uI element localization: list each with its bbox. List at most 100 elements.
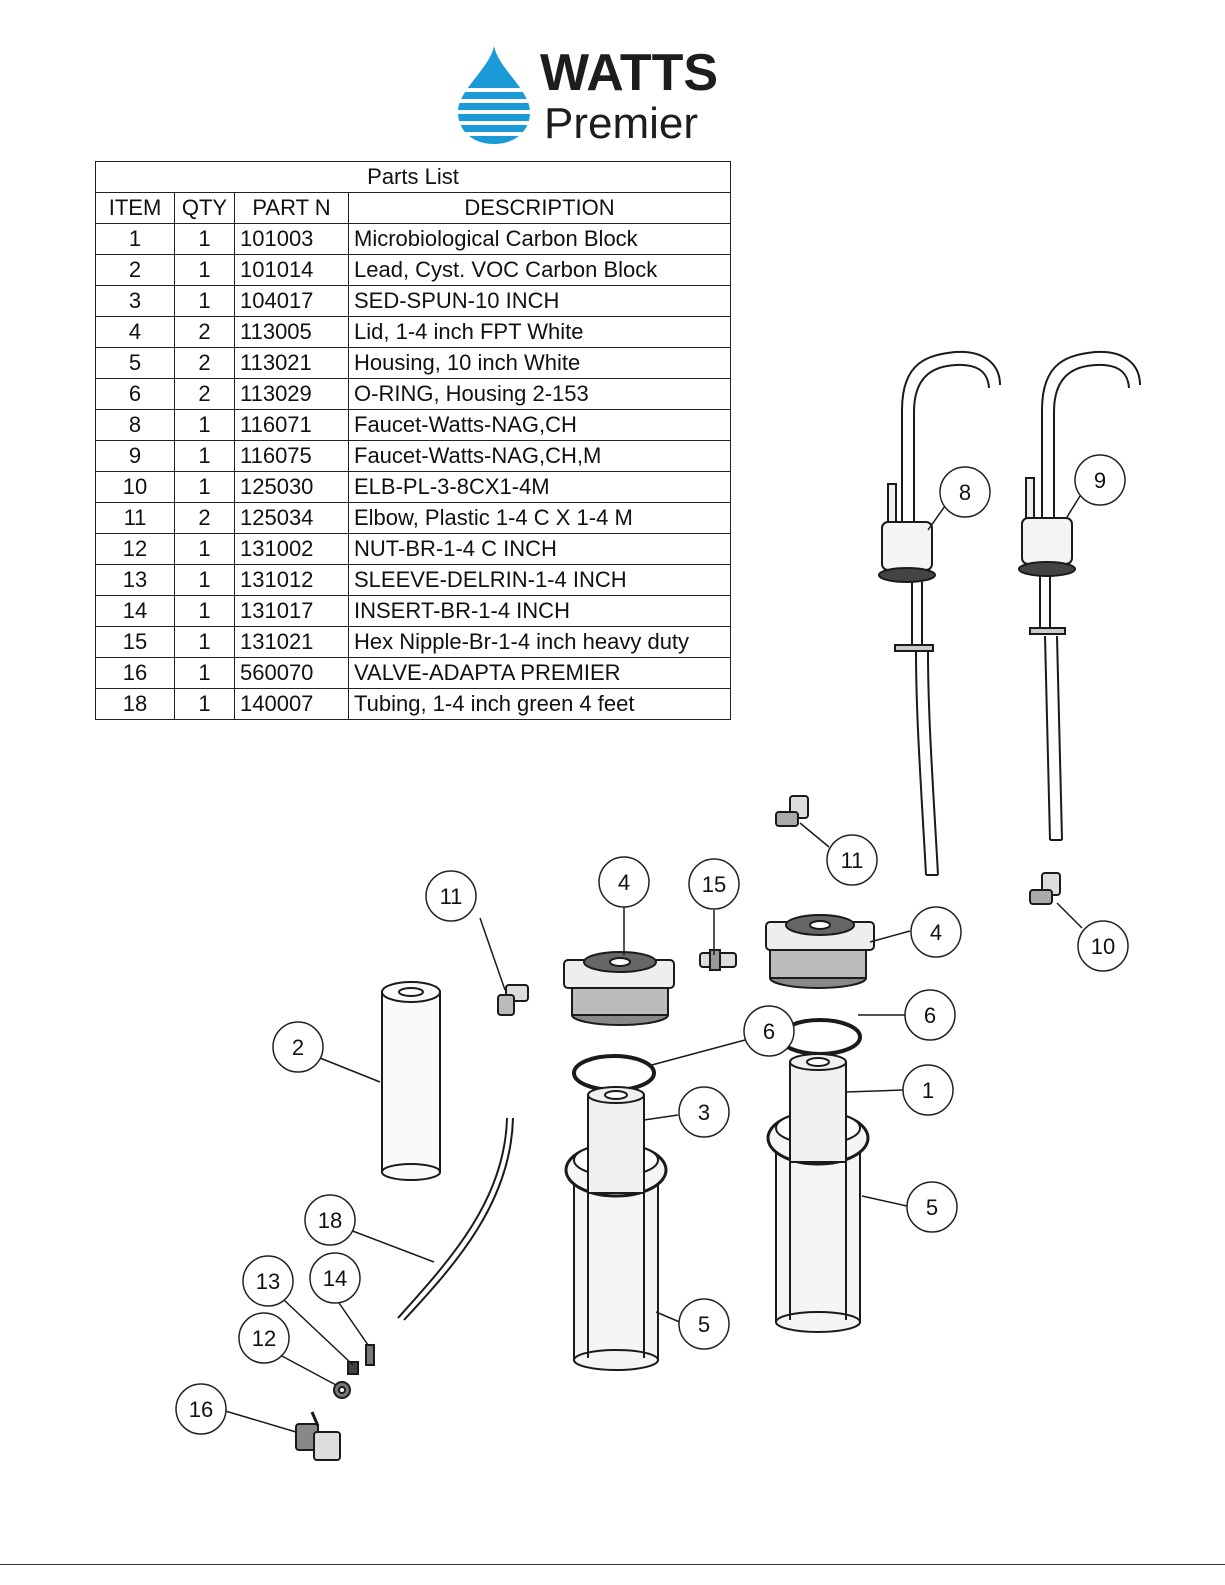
callout-circle	[678, 1298, 730, 1350]
callout-circle	[309, 1252, 361, 1304]
item-cell: 9	[95, 440, 175, 472]
callout-circle	[1077, 920, 1129, 972]
tubing-18	[397, 1117, 514, 1321]
description-cell: ELB-PL-3-8CX1-4M	[348, 471, 731, 503]
description-cell: Lid, 1-4 inch FPT White	[348, 316, 731, 348]
part-number-cell: 131017	[234, 595, 349, 627]
lid-4-center	[563, 951, 675, 1026]
carbon-block-1	[789, 1053, 847, 1163]
description-cell: Lead, Cyst. VOC Carbon Block	[348, 254, 731, 286]
part-number-cell: 125034	[234, 502, 349, 534]
carbon-block-2	[381, 981, 441, 1181]
insert-14	[365, 1344, 375, 1366]
description-cell: SED-SPUN-10 INCH	[348, 285, 731, 317]
callout-label: 16	[189, 1397, 213, 1422]
callout-label: 5	[698, 1312, 710, 1337]
callout-label: 2	[292, 1035, 304, 1060]
part-number-cell: 560070	[234, 657, 349, 689]
qty-cell: 1	[174, 626, 235, 658]
sleeve-13	[347, 1361, 359, 1375]
callout-label: 1	[922, 1078, 934, 1103]
callout-label: 4	[930, 920, 942, 945]
table-title: Parts List	[95, 161, 731, 193]
callout-label: 10	[1091, 934, 1115, 959]
description-cell: Hex Nipple-Br-1-4 inch heavy duty	[348, 626, 731, 658]
hex-nipple-15	[699, 949, 737, 971]
callout-label: 6	[924, 1003, 936, 1028]
callout-circle	[425, 870, 477, 922]
part-number-cell: 104017	[234, 285, 349, 317]
callout-label: 3	[698, 1100, 710, 1125]
item-cell: 6	[95, 378, 175, 410]
callout-circle	[272, 1021, 324, 1073]
qty-cell: 1	[174, 564, 235, 596]
callout-label: 6	[763, 1019, 775, 1044]
item-cell: 18	[95, 688, 175, 720]
callout-circle	[304, 1194, 356, 1246]
column-header-item: ITEM	[95, 192, 175, 224]
item-cell: 3	[95, 285, 175, 317]
callout-label: 5	[926, 1195, 938, 1220]
callout-circle	[902, 1064, 954, 1116]
callout-circle	[242, 1255, 294, 1307]
description-cell: Elbow, Plastic 1-4 C X 1-4 M	[348, 502, 731, 534]
part-number-cell: 116071	[234, 409, 349, 441]
part-number-cell: 131012	[234, 564, 349, 596]
elbow-fitting-11-left	[497, 984, 529, 1016]
callout-label: 15	[702, 872, 726, 897]
qty-cell: 1	[174, 533, 235, 565]
callout-circle	[238, 1312, 290, 1364]
description-cell: Microbiological Carbon Block	[348, 223, 731, 255]
part-number-cell: 113005	[234, 316, 349, 348]
callout-label: 4	[618, 870, 630, 895]
item-cell: 10	[95, 471, 175, 503]
callout-label: 18	[318, 1208, 342, 1233]
callout-circle	[688, 858, 740, 910]
elbow-fitting-11-upper	[775, 795, 809, 827]
part-number-cell: 131002	[234, 533, 349, 565]
part-number-cell: 101014	[234, 254, 349, 286]
description-cell: Faucet-Watts-NAG,CH,M	[348, 440, 731, 472]
faucet-8	[878, 350, 1001, 876]
description-cell: Faucet-Watts-NAG,CH	[348, 409, 731, 441]
callout-circle	[175, 1383, 227, 1435]
part-number-cell: 140007	[234, 688, 349, 720]
part-number-cell: 131021	[234, 626, 349, 658]
qty-cell: 1	[174, 223, 235, 255]
item-cell: 8	[95, 409, 175, 441]
callout-label: 14	[323, 1266, 347, 1291]
callout-circle	[678, 1086, 730, 1138]
bottom-rule	[0, 1564, 1225, 1565]
description-cell: O-RING, Housing 2-153	[348, 378, 731, 410]
item-cell: 16	[95, 657, 175, 689]
callout-label: 13	[256, 1269, 280, 1294]
o-ring-6-center	[572, 1054, 656, 1092]
faucet-9	[1018, 350, 1141, 841]
description-cell: SLEEVE-DELRIN-1-4 INCH	[348, 564, 731, 596]
item-cell: 11	[95, 502, 175, 534]
logo-watts: WATTS	[540, 44, 718, 102]
callout-label: 11	[841, 848, 864, 873]
callout-circle	[1074, 454, 1126, 506]
item-cell: 14	[95, 595, 175, 627]
qty-cell: 1	[174, 254, 235, 286]
callout-circle	[939, 466, 991, 518]
part-number-cell: 113029	[234, 378, 349, 410]
description-cell: VALVE-ADAPTA PREMIER	[348, 657, 731, 689]
part-number-cell: 125030	[234, 471, 349, 503]
qty-cell: 1	[174, 285, 235, 317]
callout-circle	[910, 906, 962, 958]
